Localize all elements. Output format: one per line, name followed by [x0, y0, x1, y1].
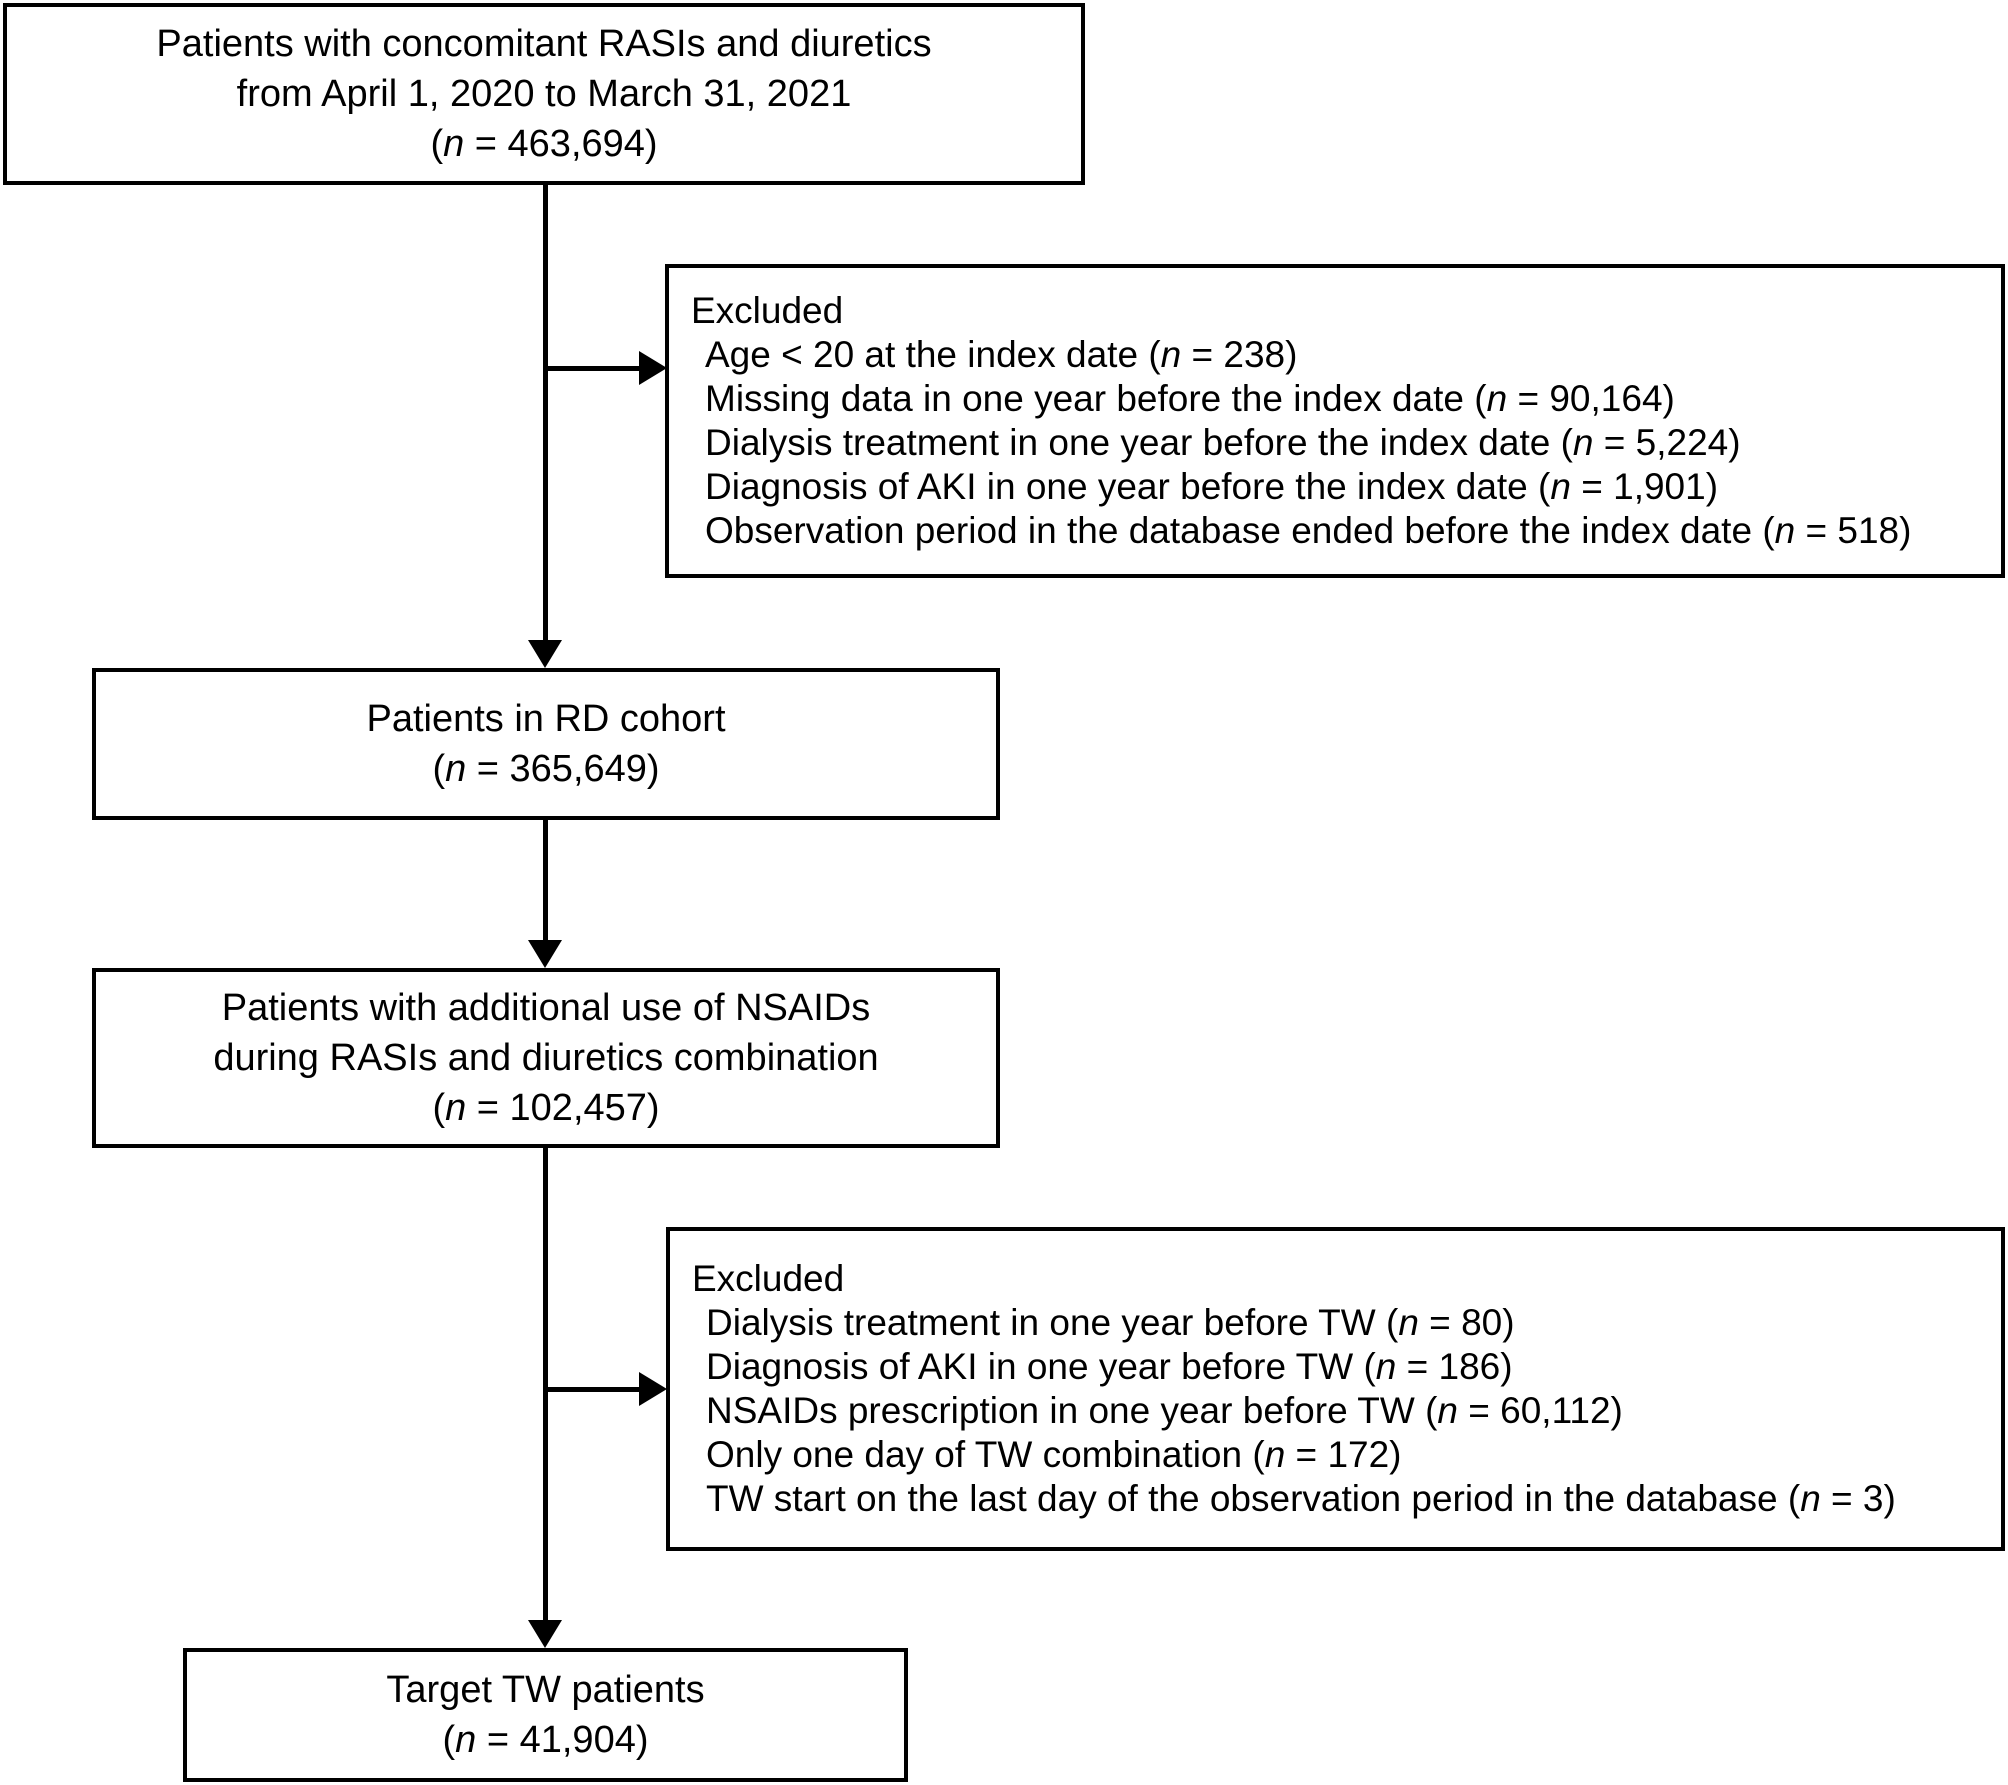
node-source-population: Patients with concomitant RASIs and diur…	[3, 3, 1085, 185]
exclusion-1-item-3: Dialysis treatment in one year before th…	[691, 421, 2001, 465]
exclusion-1-item-3-count: (n = 5,224)	[1560, 422, 1741, 463]
exclusion-2-item-1: Dialysis treatment in one year before TW…	[692, 1301, 2001, 1345]
node-target-tw-line-1: Target TW patients	[386, 1669, 705, 1711]
exclusion-2-item-1-text: Dialysis treatment in one year before TW	[706, 1302, 1376, 1343]
exclusion-1-item-3-text: Dialysis treatment in one year before th…	[705, 422, 1551, 463]
exclusion-2-item-5-count: (n = 3)	[1787, 1478, 1896, 1519]
exclusion-2-item-4-count: (n = 172)	[1252, 1434, 1402, 1475]
exclusion-1-item-5-text: Observation period in the database ended…	[705, 510, 1753, 551]
exclusion-1-item-4-count: (n = 1,901)	[1538, 466, 1719, 507]
node-source-population-count-value: = 463,694)	[464, 123, 658, 165]
connector-branch-2	[543, 1387, 655, 1392]
node-target-tw-count: (n = 41,904)	[442, 1719, 649, 1761]
node-rd-cohort-count: (n = 365,649)	[432, 748, 660, 790]
connector-trunk-3	[543, 1148, 548, 1620]
exclusion-2-item-2-text: Diagnosis of AKI in one year before TW	[706, 1346, 1354, 1387]
exclusion-2-heading: Excluded	[692, 1258, 845, 1299]
exclusion-1-item-1-text: Age < 20 at the index date	[705, 334, 1139, 375]
node-source-population-line-2: from April 1, 2020 to March 31, 2021	[236, 73, 852, 115]
connector-branch-1	[543, 366, 655, 371]
exclusion-box-stage-2: Excluded Dialysis treatment in one year …	[666, 1227, 2005, 1551]
arrow-into-target-tw	[528, 1620, 562, 1648]
node-source-population-count: (n = 463,694)	[430, 123, 658, 165]
node-nsaids-added: Patients with additional use of NSAIDs d…	[92, 968, 1000, 1148]
exclusion-1-item-5-count: (n = 518)	[1762, 510, 1912, 551]
exclusion-2-item-4-text: Only one day of TW combination	[706, 1434, 1243, 1475]
exclusion-2-item-2-count: (n = 186)	[1363, 1346, 1513, 1387]
node-target-tw: Target TW patients (n = 41,904)	[183, 1648, 908, 1782]
exclusion-2-item-5: TW start on the last day of the observat…	[692, 1477, 2001, 1521]
node-nsaids-added-line-2: during RASIs and diuretics combination	[213, 1037, 879, 1079]
arrow-into-exclusion-1	[639, 351, 667, 385]
node-nsaids-added-line-1: Patients with additional use of NSAIDs	[221, 987, 871, 1029]
exclusion-2-item-3: NSAIDs prescription in one year before T…	[692, 1389, 2001, 1433]
exclusion-2-item-3-count: (n = 60,112)	[1425, 1390, 1623, 1431]
arrow-into-exclusion-2	[639, 1372, 667, 1406]
exclusion-1-item-1-count: (n = 238)	[1148, 334, 1298, 375]
node-rd-cohort-line-1: Patients in RD cohort	[366, 698, 726, 740]
exclusion-2-item-3-text: NSAIDs prescription in one year before T…	[706, 1390, 1415, 1431]
exclusion-2-item-4: Only one day of TW combination (n = 172)	[692, 1433, 2001, 1477]
exclusion-1-item-2-text: Missing data in one year before the inde…	[705, 378, 1464, 419]
connector-trunk-2	[543, 820, 548, 940]
arrow-into-nsaids	[528, 940, 562, 968]
exclusion-1-item-1: Age < 20 at the index date (n = 238)	[691, 333, 2001, 377]
connector-trunk-1	[543, 185, 548, 640]
node-rd-cohort: Patients in RD cohort (n = 365,649)	[92, 668, 1000, 820]
exclusion-1-item-2: Missing data in one year before the inde…	[691, 377, 2001, 421]
node-nsaids-added-count: (n = 102,457)	[432, 1087, 660, 1129]
exclusion-1-item-4-text: Diagnosis of AKI in one year before the …	[705, 466, 1528, 507]
exclusion-1-item-5: Observation period in the database ended…	[691, 509, 2001, 553]
node-source-population-line-1: Patients with concomitant RASIs and diur…	[156, 23, 932, 65]
exclusion-2-item-5-text: TW start on the last day of the observat…	[706, 1478, 1778, 1519]
exclusion-1-item-2-count: (n = 90,164)	[1474, 378, 1675, 419]
exclusion-2-item-1-count: (n = 80)	[1386, 1302, 1515, 1343]
exclusion-1-heading: Excluded	[691, 290, 844, 331]
exclusion-box-stage-1: Excluded Age < 20 at the index date (n =…	[665, 264, 2005, 578]
arrow-into-rd-cohort	[528, 640, 562, 668]
exclusion-1-item-4: Diagnosis of AKI in one year before the …	[691, 465, 2001, 509]
exclusion-2-item-2: Diagnosis of AKI in one year before TW (…	[692, 1345, 2001, 1389]
